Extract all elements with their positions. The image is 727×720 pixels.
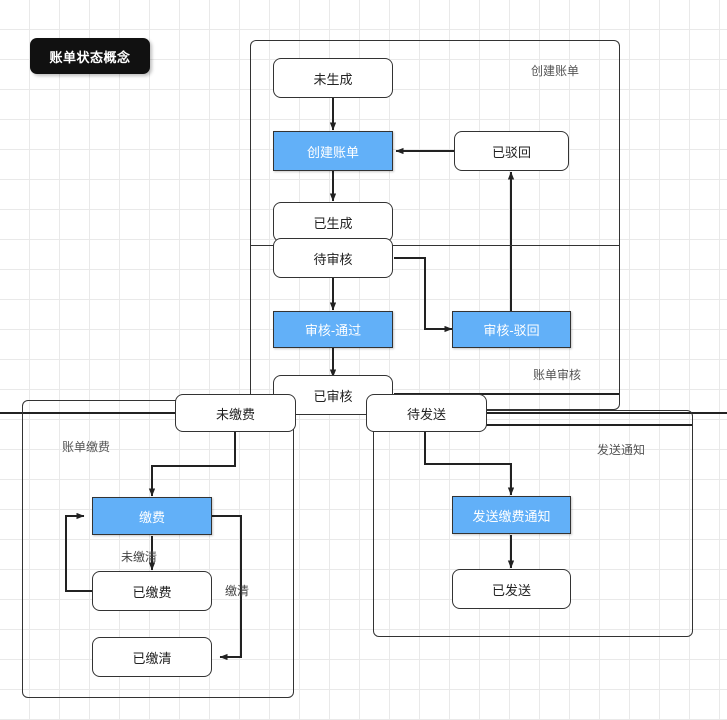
- node-generated[interactable]: 已生成: [273, 202, 393, 242]
- edge-pendingsend-sendnotice: [424, 431, 515, 496]
- group-send-notice: [373, 410, 693, 637]
- page-title: 账单状态概念: [49, 49, 131, 65]
- group-create-bill: [250, 40, 620, 245]
- edge-label-not-settled: 未缴清: [121, 550, 158, 564]
- edge-unpaid-pay: [148, 431, 236, 497]
- group-label-pay-bill: 账单缴费: [62, 440, 111, 454]
- node-send-notice[interactable]: 发送缴费通知: [452, 496, 571, 534]
- node-audit-pass[interactable]: 审核-通过: [273, 311, 393, 348]
- edge-pay-settled: [212, 515, 242, 661]
- edge-paid-pay-loop: [65, 512, 92, 592]
- edge-label-settled: 缴清: [225, 584, 250, 598]
- node-audit-reject[interactable]: 审核-驳回: [452, 311, 571, 348]
- node-sent[interactable]: 已发送: [452, 569, 571, 609]
- edge-pendingaudit-auditreject: [394, 257, 453, 333]
- group-label-audit-bill: 账单审核: [533, 368, 582, 382]
- node-pending-audit[interactable]: 待审核: [273, 238, 393, 278]
- node-pay[interactable]: 缴费: [92, 497, 212, 535]
- diagram-title-badge: 账单状态概念: [30, 38, 150, 74]
- node-settled[interactable]: 已缴清: [92, 637, 212, 677]
- node-pending-send[interactable]: 待发送: [366, 394, 487, 432]
- group-label-send-notice: 发送通知: [597, 443, 646, 457]
- node-paid[interactable]: 已缴费: [92, 571, 212, 611]
- group-pay-bill: [22, 400, 294, 698]
- node-unpaid[interactable]: 未缴费: [175, 394, 296, 432]
- node-not-generated[interactable]: 未生成: [273, 58, 393, 98]
- group-label-create-bill: 创建账单: [531, 64, 580, 78]
- node-rejected[interactable]: 已驳回: [454, 131, 569, 171]
- node-create-bill[interactable]: 创建账单: [273, 131, 393, 171]
